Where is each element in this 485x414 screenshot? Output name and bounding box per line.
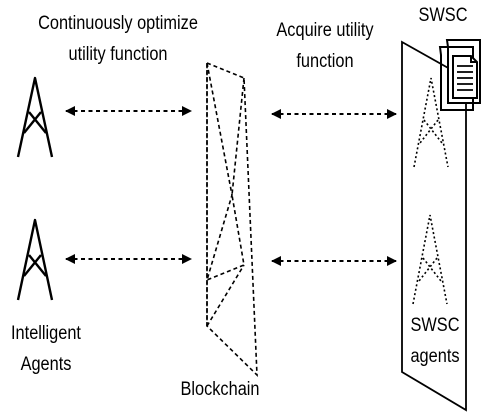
label-intelligent-agents-line2: Agents (20, 354, 72, 375)
label-intelligent-agents-line1: Intelligent (11, 323, 81, 344)
label-swsc-title: SWSC (418, 5, 468, 26)
swsc-tower-icon-top (413, 77, 449, 168)
document-icon (438, 39, 481, 111)
label-optimize-line1: Continuously optimize (38, 13, 198, 34)
label-acquire-line1: Acquire utility (276, 20, 374, 41)
swsc-tower-icon-bottom (412, 214, 448, 305)
label-swsc-agents-line1: SWSC (408, 315, 462, 337)
label-swsc-agents-line2: agents (408, 346, 462, 368)
label-optimize-line2: utility function (68, 44, 168, 65)
blockchain-shape (206, 61, 258, 377)
agent-tower-icon-bottom (16, 218, 54, 301)
label-acquire-line2: function (296, 51, 354, 72)
label-blockchain: Blockchain (180, 379, 260, 400)
agent-tower-icon-top (16, 76, 54, 158)
